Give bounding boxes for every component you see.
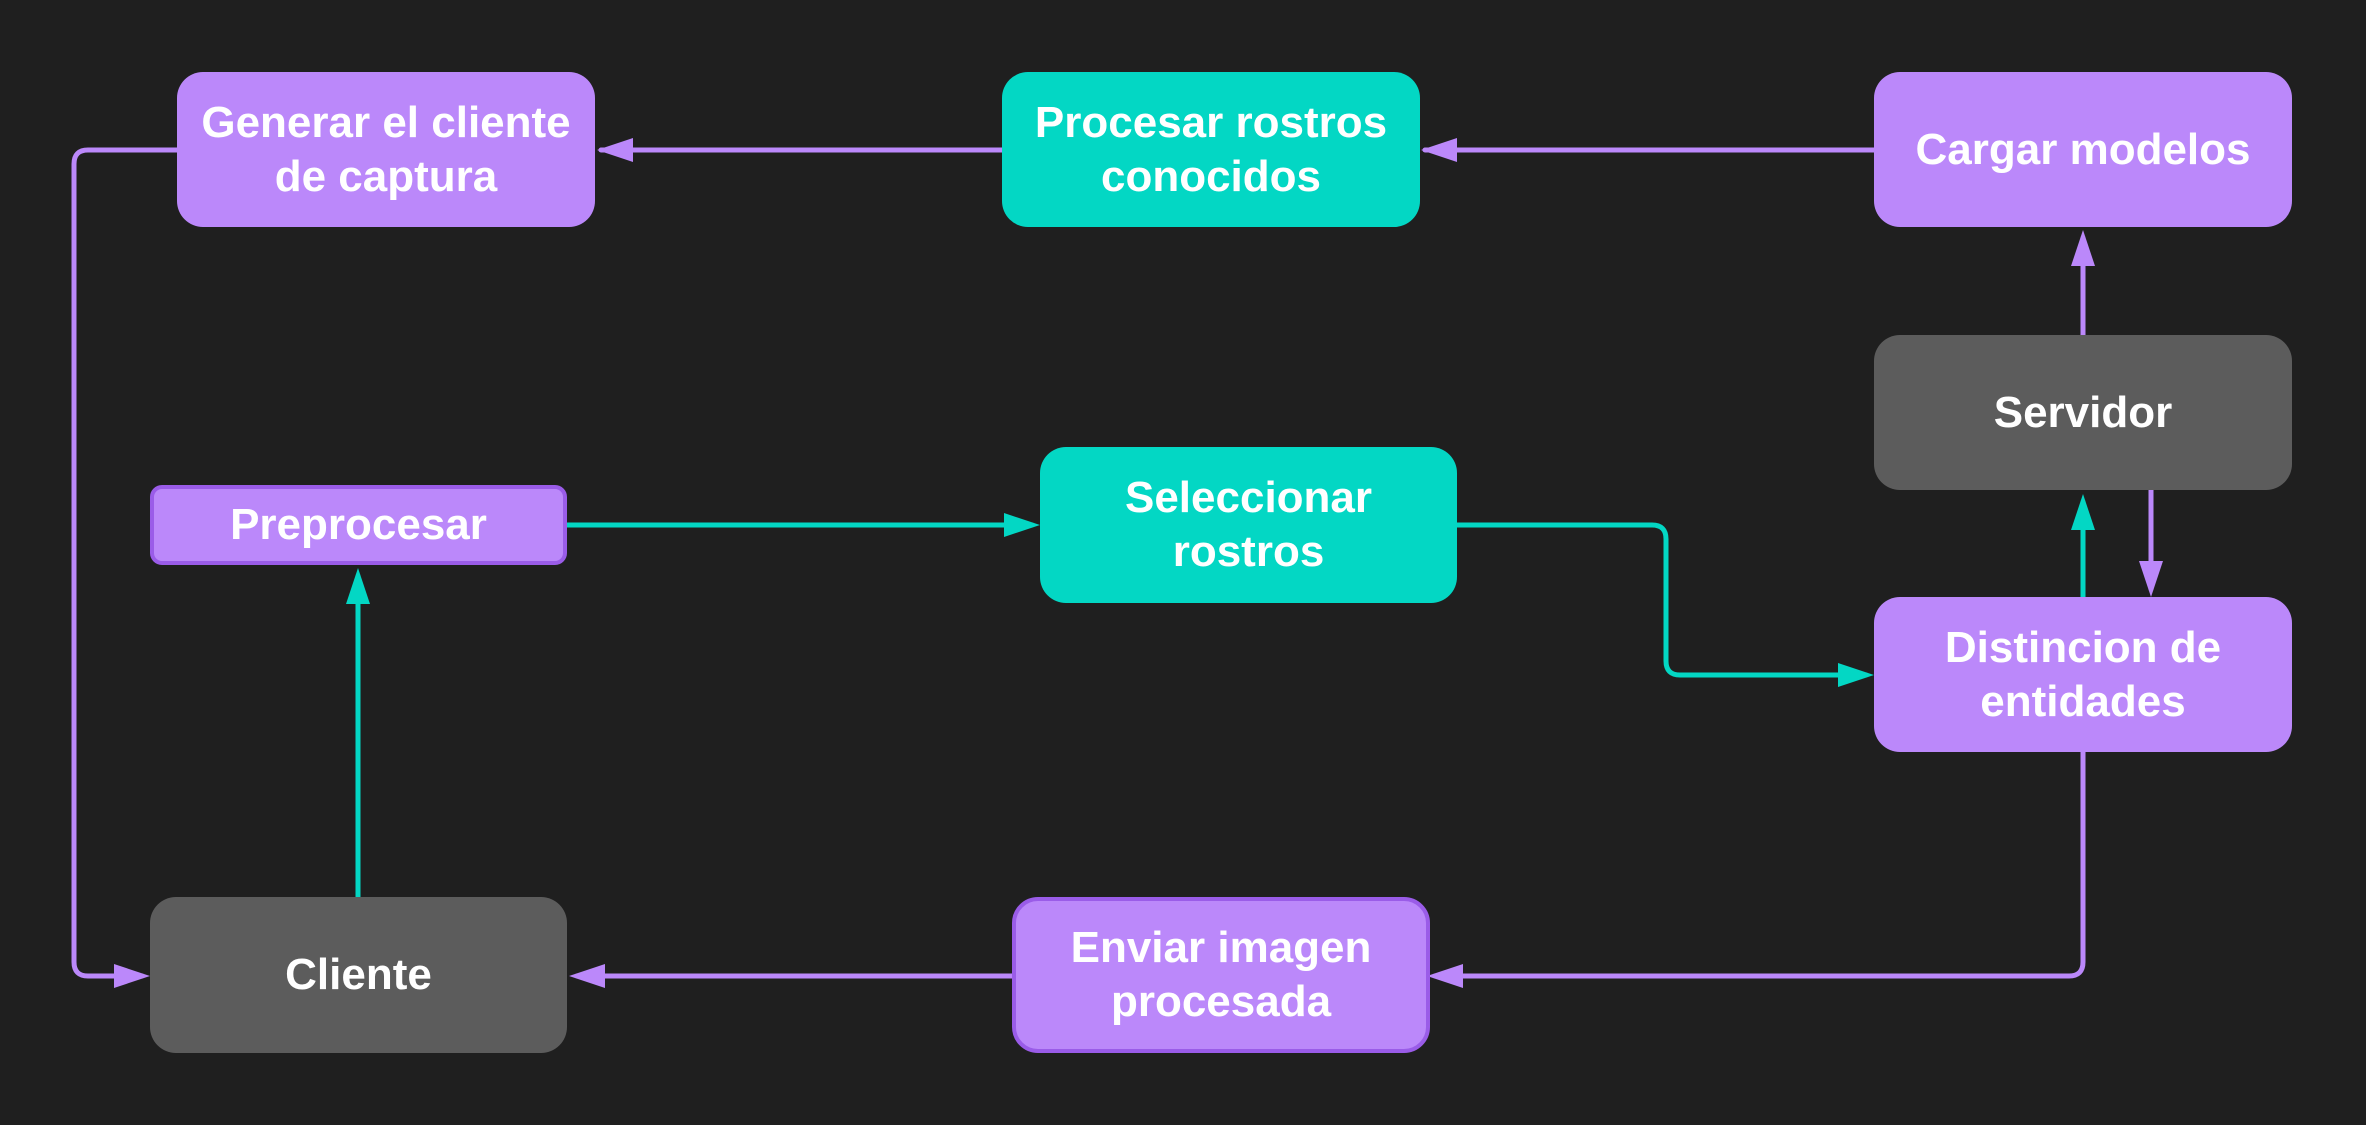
arrowhead-servidor [2071,494,2095,530]
edge-distincion-to-enviar [1432,748,2086,979]
node-enviar-imagen-procesada: Enviar imagen procesada [1012,897,1430,1053]
arrowhead-enviar [1427,964,1463,988]
arrowhead-distincion-top [2139,561,2163,597]
edge-generar-to-cliente [71,147,180,979]
node-seleccionar-rostros: Seleccionar rostros [1040,447,1457,603]
node-distincion-entidades: Distincion de entidades [1874,597,2292,752]
node-servidor: Servidor [1874,335,2292,490]
arrowhead-cliente-right [569,964,605,988]
arrowhead-cliente-left [114,964,150,988]
arrowhead-cargar [2071,230,2095,266]
arrowhead-generar [597,138,633,162]
node-cliente: Cliente [150,897,567,1053]
node-procesar-rostros-conocidos: Procesar rostros conocidos [1002,72,1420,227]
arrowhead-procesar [1421,138,1457,162]
arrowhead-preprocesar [346,568,370,604]
node-generar-cliente-captura: Generar el cliente de captura [177,72,595,227]
arrowhead-distincion [1838,663,1874,687]
arrowhead-seleccionar [1004,513,1040,537]
node-cargar-modelos: Cargar modelos [1874,72,2292,227]
node-preprocesar: Preprocesar [150,485,567,565]
edge-seleccionar-to-distincion [1454,522,1869,678]
